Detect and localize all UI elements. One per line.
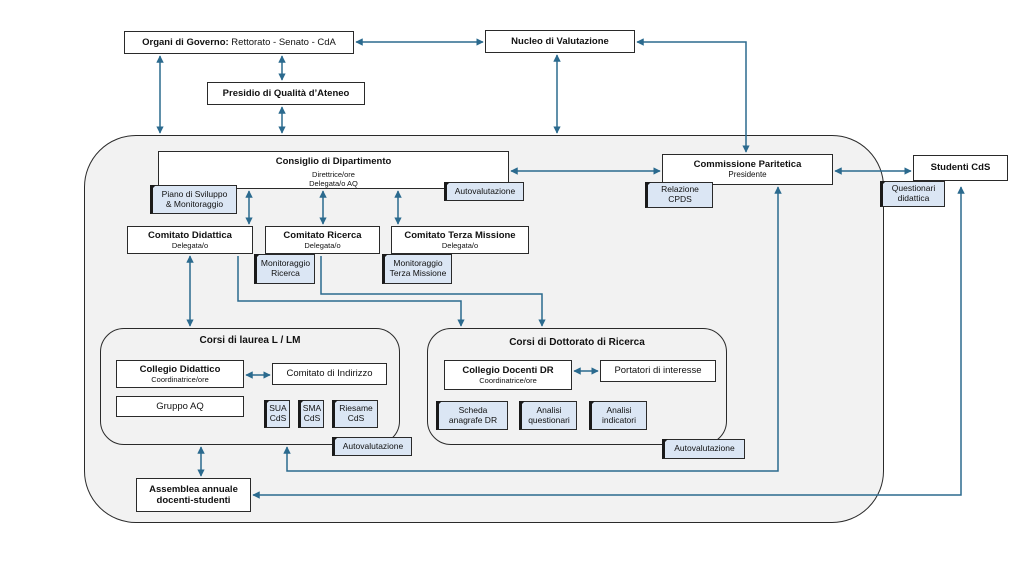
- comitato-indirizzo-box: Comitato di Indirizzo: [272, 363, 387, 385]
- commissione-title: Commissione Paritetica: [693, 159, 802, 170]
- corsi-laurea-title: Corsi di laurea L / LM: [199, 335, 301, 346]
- questionari-line-2: didattica: [897, 193, 930, 203]
- collegio-docenti-dr-box: Collegio Docenti DR Coordinatrice/ore: [444, 360, 572, 390]
- autovalutazione-dottorato-doc: Autovalutazione: [662, 439, 745, 459]
- piano-line-2: & Monitoraggio: [165, 198, 224, 209]
- assemblea-line-2: docenti-studenti: [156, 495, 231, 506]
- commissione-sub: Presidente: [728, 170, 767, 180]
- piano-line-1: Piano di Sviluppo: [161, 188, 228, 199]
- assemblea-line-1: Assemblea annuale: [149, 483, 238, 495]
- sua-line-2: CdS: [269, 413, 287, 423]
- monitoraggio-ricerca-line-2: Ricerca: [271, 268, 300, 278]
- organi-label-rest: Rettorato - Senato - CdA: [228, 36, 336, 48]
- gruppo-aq-box: Gruppo AQ: [116, 396, 244, 417]
- comitato-didattica-sub: Delegata/o: [171, 241, 209, 251]
- monitoraggio-tm-line-2: Terza Missione: [389, 268, 447, 278]
- consiglio-sub-direttrice: Direttrice/ore: [312, 170, 355, 180]
- commissione-paritetica-box: Commissione Paritetica Presidente: [662, 154, 833, 185]
- comitato-tm-sub: Delegata/o: [441, 241, 479, 251]
- comitato-terza-missione-box: Comitato Terza Missione Delegata/o: [391, 226, 529, 254]
- sma-line-2: CdS: [303, 413, 321, 423]
- riesame-line-2: CdS: [347, 413, 365, 423]
- analisi-i-line-2: indicatori: [601, 414, 637, 425]
- piano-sviluppo-doc: Piano di Sviluppo& Monitoraggio: [150, 185, 237, 214]
- comitato-ricerca-sub: Delegata/o: [304, 241, 341, 251]
- presidio-qualita-box: Presidio di Qualità d’Ateneo: [207, 82, 365, 105]
- dottorato-title: Corsi di Dottorato di Ricerca: [509, 337, 645, 348]
- autovalutazione-laurea-doc: Autovalutazione: [332, 437, 412, 456]
- collegio-didattico-box: Collegio Didattico Coordinatrice/ore: [116, 360, 244, 388]
- organi-label-bold: Organi di Governo:: [142, 36, 229, 48]
- portatori-interesse-box: Portatori di interesse: [600, 360, 716, 382]
- consiglio-title: Consiglio di Dipartimento: [275, 156, 392, 167]
- comitato-didattica-box: Comitato Didattica Delegata/o: [127, 226, 253, 254]
- comitato-ricerca-title: Comitato Ricerca: [283, 229, 362, 241]
- organi-di-governo-box: Organi di Governo: Rettorato - Senato - …: [124, 31, 354, 54]
- comitato-didattica-title: Comitato Didattica: [148, 229, 232, 241]
- studenti-cds-box: Studenti CdS: [913, 155, 1008, 181]
- collegio-didattico-sub: Coordinatrice/ore: [151, 375, 209, 385]
- comitato-tm-title: Comitato Terza Missione: [404, 229, 516, 241]
- analisi-q-line-2: questionari: [528, 414, 570, 425]
- collegio-dr-sub: Coordinatrice/ore: [479, 376, 537, 386]
- comitato-ricerca-box: Comitato Ricerca Delegata/o: [265, 226, 380, 254]
- consiglio-sub-delegata: Delegata/o AQ: [309, 179, 358, 189]
- collegio-didattico-title: Collegio Didattico: [139, 363, 221, 375]
- relazione-line-2: CPDS: [668, 194, 692, 204]
- nucleo-valutazione-box: Nucleo di Valutazione: [485, 30, 635, 53]
- scheda-line-2: anagrafe DR: [448, 414, 498, 425]
- collegio-dr-title: Collegio Docenti DR: [462, 364, 554, 376]
- autovalutazione-consiglio-doc: Autovalutazione: [444, 182, 524, 201]
